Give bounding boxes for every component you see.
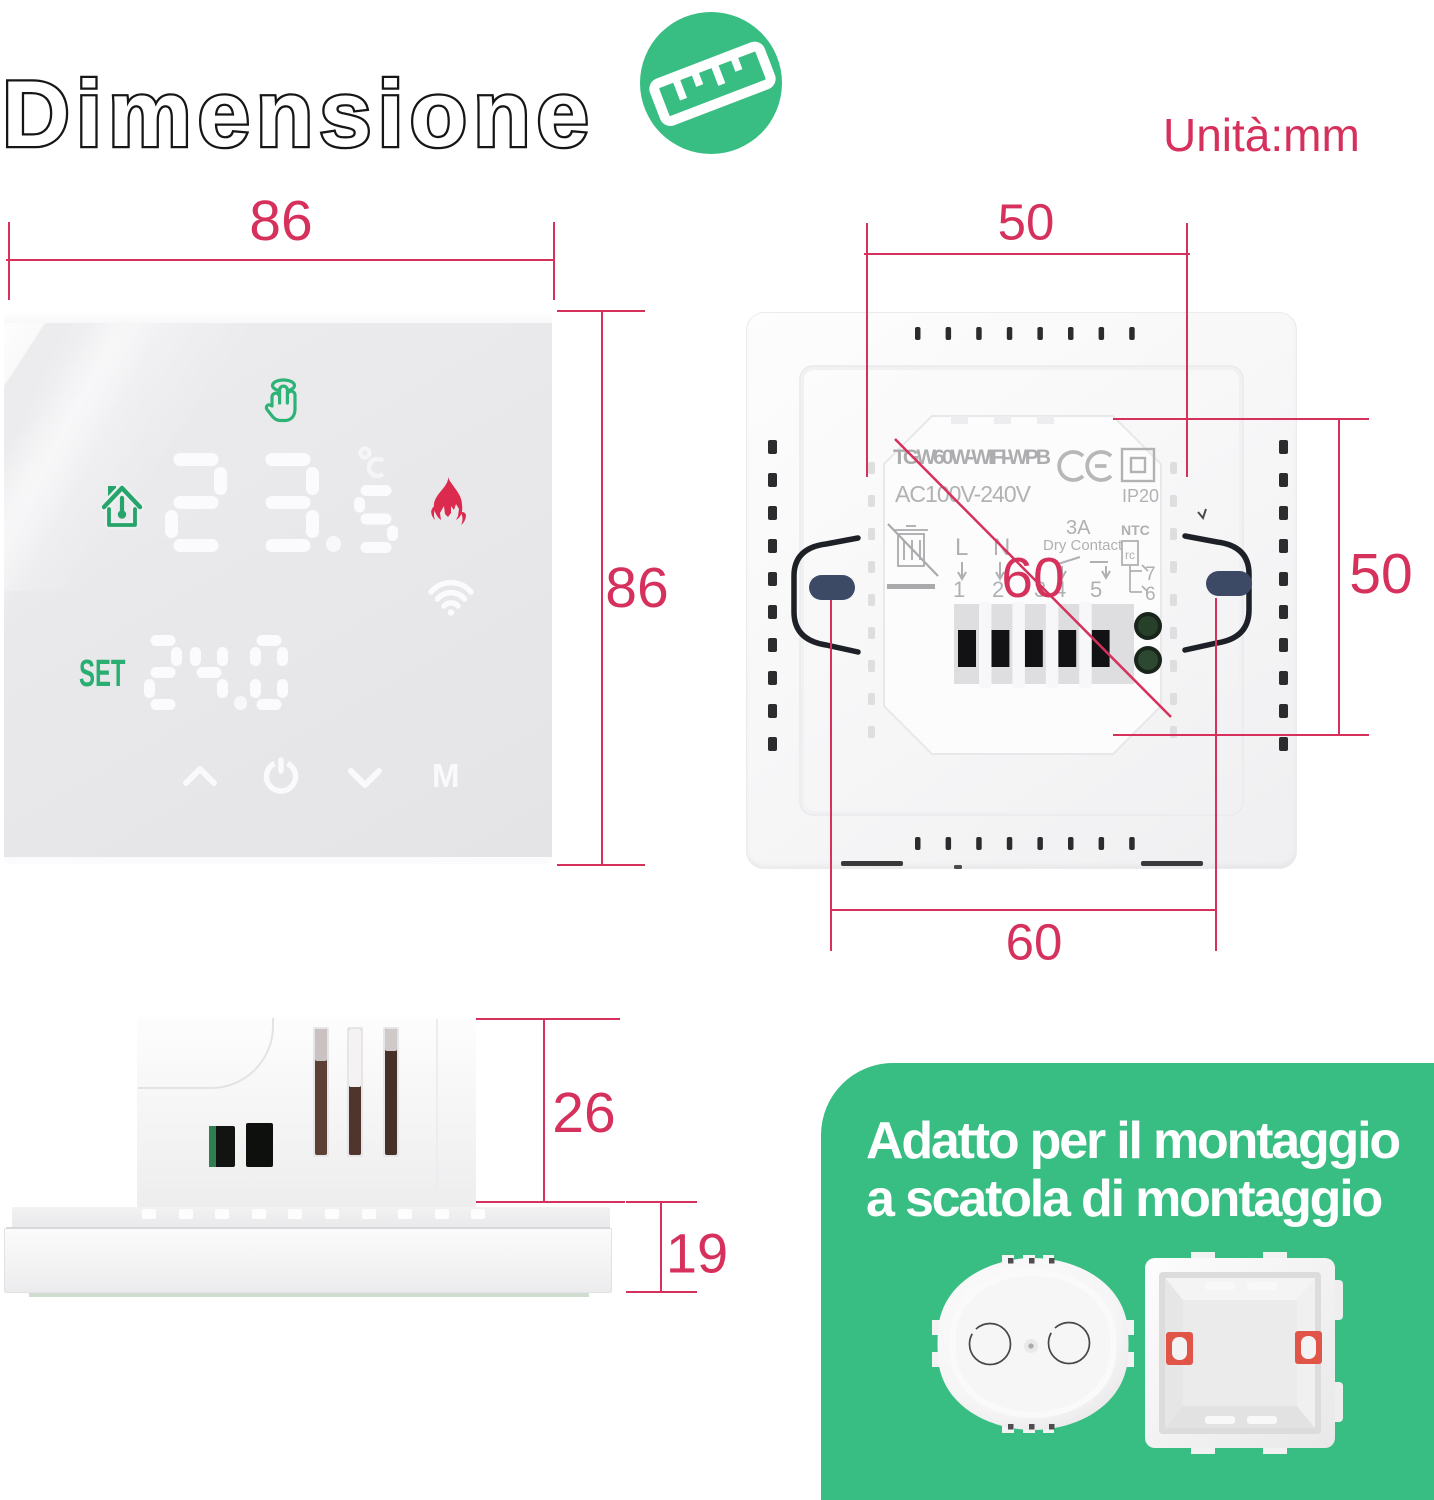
svg-text:SET: SET <box>79 651 126 694</box>
svg-text:AC100V-240V: AC100V-240V <box>895 481 1032 507</box>
svg-text:4: 4 <box>1054 577 1066 602</box>
svg-text:Dry Contact: Dry Contact <box>1043 537 1123 554</box>
svg-text:M: M <box>432 757 460 794</box>
svg-text:IP20: IP20 <box>1122 486 1159 506</box>
svg-text:3A: 3A <box>1066 517 1091 539</box>
svg-text:5: 5 <box>1090 577 1102 602</box>
svg-text:1: 1 <box>953 577 965 602</box>
svg-text:7: 7 <box>1145 564 1156 585</box>
svg-text:TGW60W-WIFI-WPB: TGW60W-WIFI-WPB <box>893 446 1051 469</box>
svg-text:2: 2 <box>992 577 1004 602</box>
svg-text:rc: rc <box>1125 548 1135 562</box>
svg-text:6: 6 <box>1145 584 1156 605</box>
svg-text:Dimensione: Dimensione <box>2 61 595 166</box>
svg-text:L: L <box>955 534 968 561</box>
svg-text:NTC: NTC <box>1121 522 1150 538</box>
